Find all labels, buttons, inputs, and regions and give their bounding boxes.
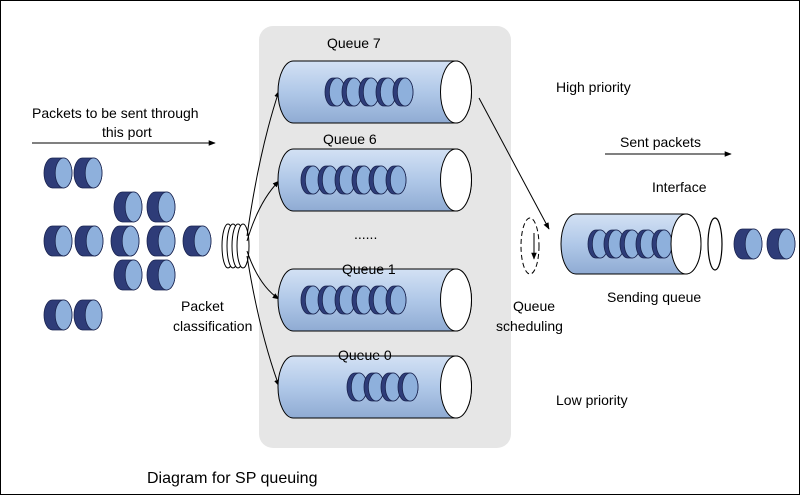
queue-7-packet xyxy=(358,77,380,107)
sending-queue-packet xyxy=(651,229,673,259)
queue-6-packet xyxy=(368,165,390,195)
queue-6-packet xyxy=(300,165,322,195)
queue-0-packet xyxy=(397,372,419,402)
queue-1-packet xyxy=(300,285,322,315)
incoming-label-line2: this port xyxy=(102,124,152,140)
interface-label: Interface xyxy=(652,179,707,195)
classification-label-line2: classification xyxy=(173,318,252,334)
queue-0-packet xyxy=(346,372,368,402)
incoming-packet xyxy=(43,225,73,257)
queue-7-packet xyxy=(341,77,363,107)
sending-queue-packet xyxy=(619,229,641,259)
sending-queue-packet xyxy=(603,229,625,259)
queue-0-packet xyxy=(380,372,402,402)
queue-1-cylinder xyxy=(277,268,472,332)
incoming-packet xyxy=(113,259,143,291)
sending-queue xyxy=(560,213,702,275)
incoming-label-line1: Packets to be sent through xyxy=(32,105,199,121)
queue-7-packet xyxy=(375,77,397,107)
scheduling-arrow xyxy=(478,97,550,230)
queue-1-packet xyxy=(368,285,390,315)
queue-1-packet xyxy=(385,285,407,315)
high-priority-label: High priority xyxy=(556,79,631,95)
scheduling-label-line1: Queue xyxy=(513,298,555,314)
priority-queues xyxy=(277,60,472,419)
incoming-packet xyxy=(113,191,143,223)
scheduling-label-line2: scheduling xyxy=(496,318,563,334)
incoming-packet xyxy=(43,157,73,189)
classification-label-line1: Packet xyxy=(181,298,224,314)
sending-queue-cylinder xyxy=(560,213,702,275)
sending-queue-packet xyxy=(587,229,609,259)
diagram-title: Diagram for SP queuing xyxy=(147,470,317,487)
queue-7-packet xyxy=(392,77,414,107)
sending-queue-label: Sending queue xyxy=(607,289,701,305)
queue-6-packet xyxy=(385,165,407,195)
incoming-packet xyxy=(43,299,73,331)
queue-0-cylinder xyxy=(277,355,472,419)
incoming-packet xyxy=(74,225,104,257)
incoming-packet xyxy=(110,225,140,257)
sent-packet xyxy=(766,228,796,260)
queue-1-packet xyxy=(317,285,339,315)
queue-6-label: Queue 6 xyxy=(323,131,377,147)
queue-7-label: Queue 7 xyxy=(327,35,381,51)
ellipsis-label: ...... xyxy=(354,226,377,242)
classification-arrows xyxy=(246,90,280,387)
sending-queue-packet xyxy=(635,229,657,259)
incoming-packet xyxy=(146,259,176,291)
incoming-packet xyxy=(182,225,212,257)
queue-1-label: Queue 1 xyxy=(342,261,396,277)
incoming-packet xyxy=(73,157,103,189)
queue-0-packet xyxy=(363,372,385,402)
queue-6-packet xyxy=(317,165,339,195)
incoming-packet xyxy=(146,191,176,223)
sent-packet xyxy=(733,228,763,260)
classification-rings xyxy=(221,223,250,269)
queue-7-packet xyxy=(324,77,346,107)
queue-1-packet xyxy=(334,285,356,315)
sent-packets xyxy=(733,228,796,260)
incoming-packet xyxy=(73,299,103,331)
queue-0-label: Queue 0 xyxy=(338,347,392,363)
queue-7-cylinder xyxy=(277,60,472,124)
queue-panel xyxy=(259,26,511,448)
incoming-packet xyxy=(146,225,176,257)
low-priority-label: Low priority xyxy=(556,392,628,408)
queue-6-cylinder xyxy=(277,148,472,212)
sent-packets-label: Sent packets xyxy=(620,134,701,150)
incoming-packets xyxy=(43,157,212,331)
queue-scheduling-symbol xyxy=(520,217,540,275)
interface-ring xyxy=(707,217,723,271)
